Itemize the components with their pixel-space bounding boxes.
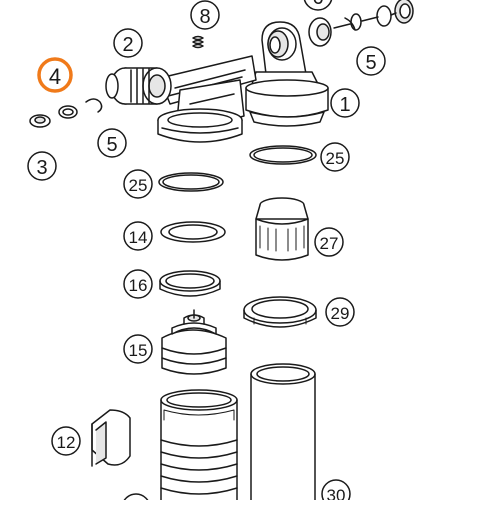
callout-5-left-label: 5 [106, 134, 117, 156]
part-16-seal [159, 270, 221, 297]
callout-2-label: 2 [122, 34, 133, 56]
callout-14-label: 14 [129, 228, 148, 247]
part-6-bolt-assembly [308, 0, 414, 47]
callout-12[interactable]: 12 [51, 426, 81, 456]
callout-3-label: 3 [36, 157, 47, 179]
upper-collar [157, 108, 243, 143]
part-25-oring-right [249, 145, 317, 165]
callout-27-label: 27 [320, 234, 339, 253]
callout-5-left[interactable]: 5 [97, 128, 127, 158]
part-15-piston [161, 309, 227, 375]
callout-15[interactable]: 15 [123, 334, 153, 364]
callout-14[interactable]: 14 [123, 221, 153, 251]
part-5-circlip-right [344, 17, 356, 31]
callout-5-right-label: 5 [365, 52, 376, 74]
callout-15-label: 15 [129, 341, 148, 360]
callout-6-label: 6 [312, 0, 323, 9]
callout-1-label: 1 [339, 94, 350, 116]
part-3-washer [29, 114, 51, 128]
callout-5-right[interactable]: 5 [356, 46, 386, 76]
callout-8[interactable]: 8 [190, 0, 220, 30]
callout-8-label: 8 [199, 6, 210, 28]
part-25-oring-left [158, 172, 224, 192]
callout-29-label: 29 [331, 304, 350, 323]
callout-4-highlighted[interactable]: 4 [37, 57, 73, 93]
callout-12-label: 12 [57, 433, 76, 452]
part-27-cup [255, 197, 309, 261]
callout-25-left[interactable]: 25 [123, 169, 153, 199]
partial-callout-bottom [121, 493, 151, 505]
callout-25-left-label: 25 [129, 176, 148, 195]
part-14-ring [160, 221, 226, 243]
callout-30[interactable]: 30 [321, 479, 351, 505]
part-1-top-mount [245, 21, 329, 127]
callout-1[interactable]: 1 [330, 88, 360, 118]
callout-25-right[interactable]: 25 [320, 142, 350, 172]
part-29-nut [243, 296, 317, 328]
part-4-oring [58, 105, 78, 119]
callout-29[interactable]: 29 [325, 297, 355, 327]
left-cylinder [160, 389, 238, 501]
callout-3[interactable]: 3 [27, 151, 57, 181]
part-12-clamp [91, 409, 131, 467]
callout-30-label: 30 [327, 486, 346, 500]
callout-6[interactable]: 6 [303, 0, 333, 11]
callout-16[interactable]: 16 [123, 269, 153, 299]
callout-16-label: 16 [129, 276, 148, 295]
callout-27[interactable]: 27 [314, 227, 344, 257]
part-8-spring [192, 35, 204, 49]
callout-2[interactable]: 2 [113, 28, 143, 58]
part-30-cylinder [250, 363, 316, 501]
callout-4-label: 4 [49, 64, 61, 89]
part-5-circlip-left [85, 98, 103, 113]
callout-25-right-label: 25 [326, 149, 345, 168]
